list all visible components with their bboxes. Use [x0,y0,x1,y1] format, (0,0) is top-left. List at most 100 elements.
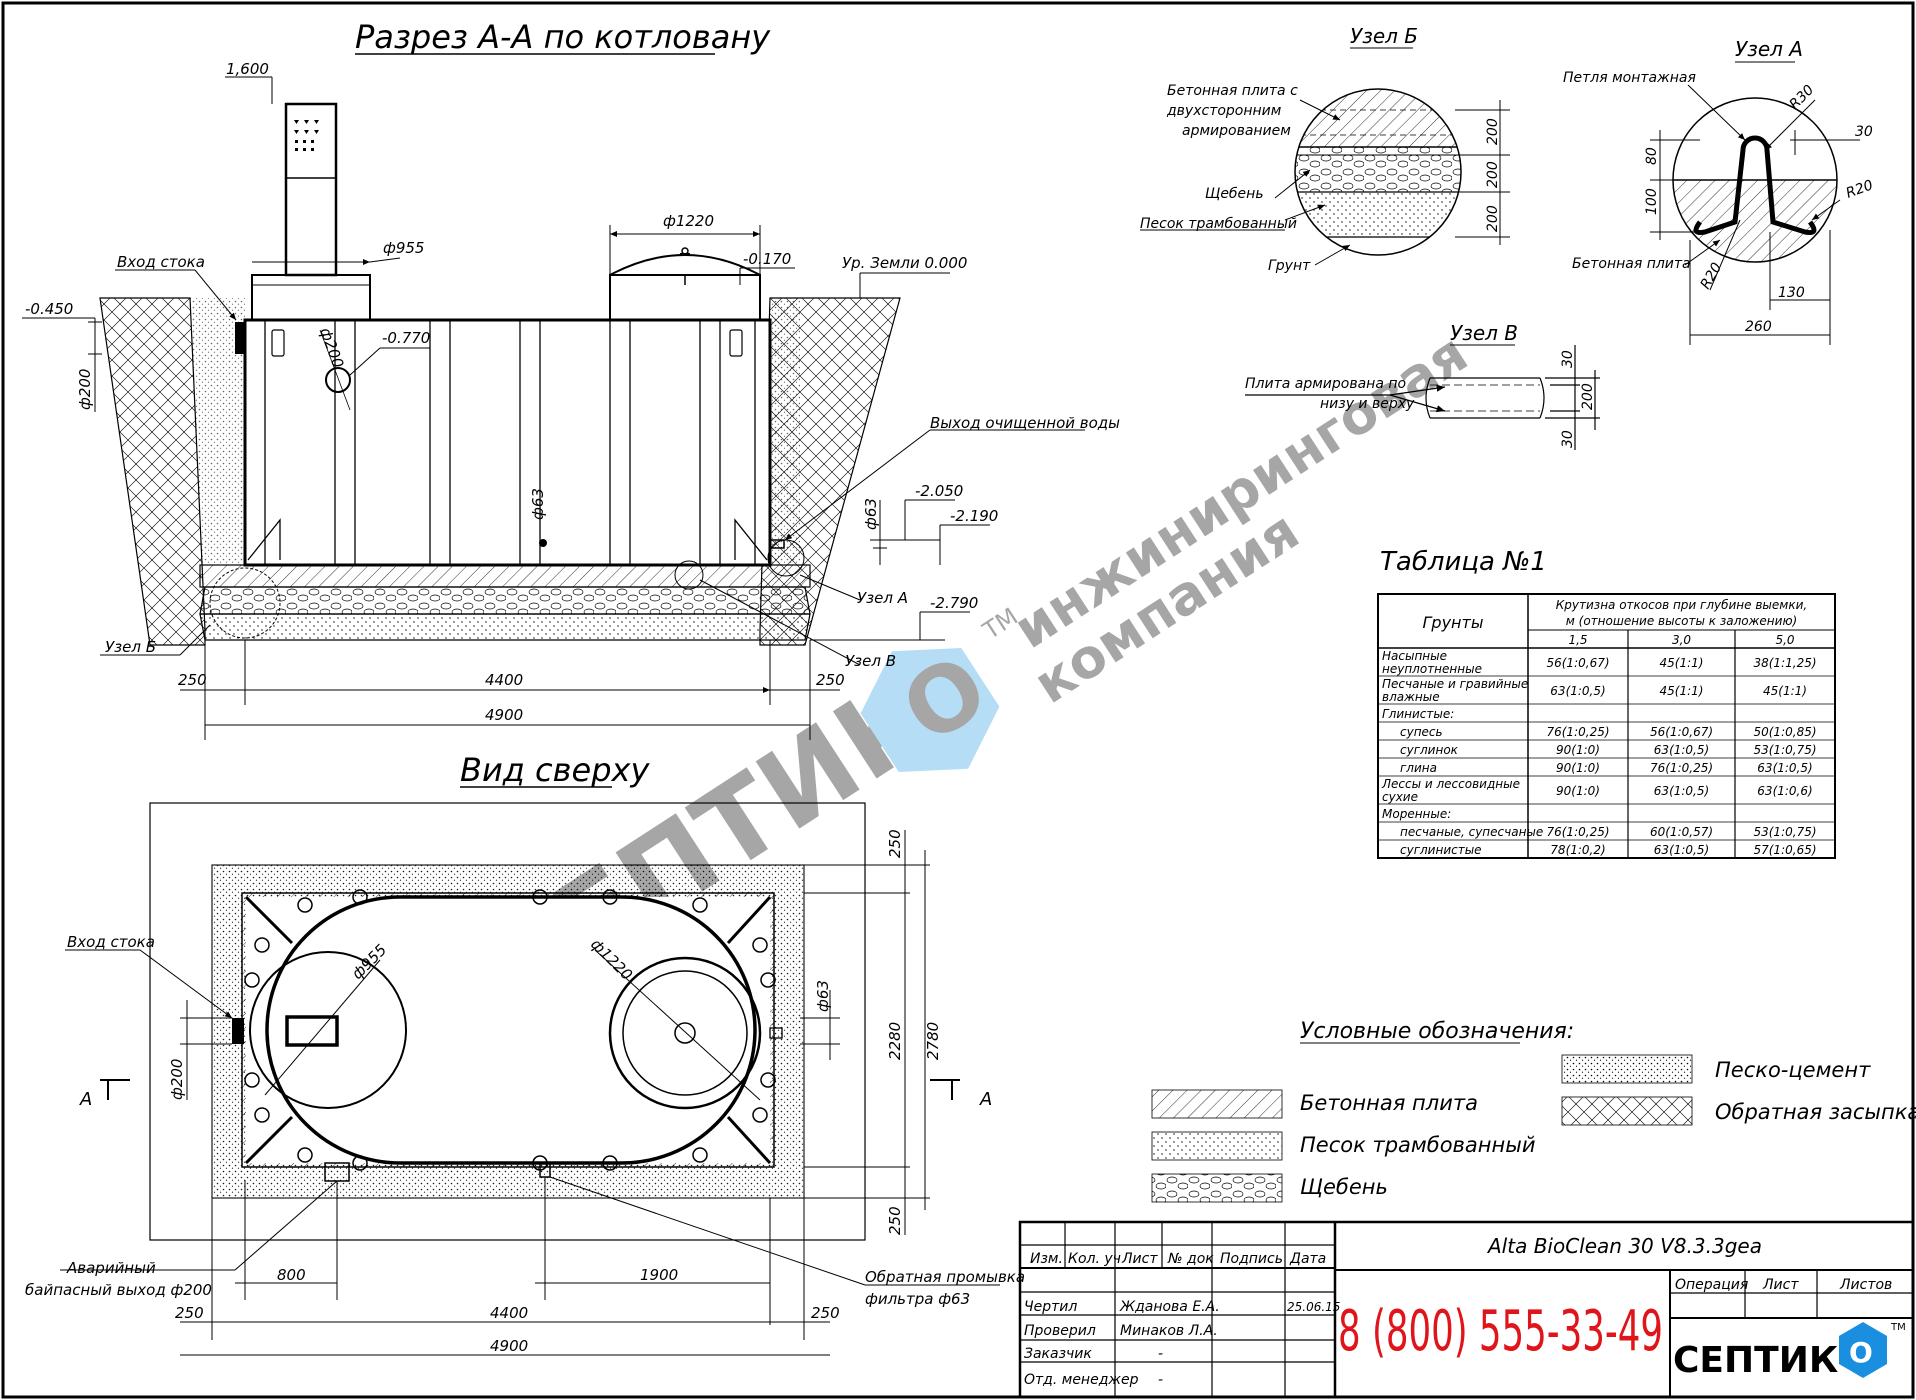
top-dim-800: 800 [277,1266,306,1284]
tank-outline-top [265,895,757,1165]
table-row-name: Глинистые: [1382,707,1454,721]
level-m2050: -2.050 [915,482,963,500]
table-cell: 60(1:0,57) [1650,825,1713,839]
table-head-soil: Грунты [1423,613,1484,632]
brand-logo-icon [1839,1322,1887,1378]
dim-d63-pipe: ф63 [529,488,547,520]
table-cell: 45(1:1) [1660,656,1704,670]
node-a-r20-right: R20 [1844,177,1875,201]
top-dim-2780: 2780 [924,1022,942,1060]
brand-logo-text: СЕПТИК [1673,1340,1838,1381]
node-v-dim-30-top: 30 [1560,350,1576,368]
node-a-r30: R30 [1787,82,1818,113]
emergency-label: Аварийный [66,1259,156,1277]
node-b-callout: Узел Б [105,638,156,656]
table-cell: 45(1:1) [1763,684,1807,698]
table-cell: 76(1:0,25) [1546,825,1609,839]
table-cell: 78(1:0,2) [1550,843,1605,857]
level-m0170: -0.170 [743,250,791,268]
level-m2790: -2.790 [930,594,978,612]
emergency-label-2: байпасный выход ф200 [25,1281,212,1299]
table-title: Таблица №1 [1380,547,1547,577]
outlet-label: Выход очищенной воды [930,414,1120,432]
dim-250-right: 250 [816,671,845,689]
node-a-loop-label: Петля монтажная [1563,70,1696,86]
table-cell: 53(1:0,75) [1753,825,1816,839]
table-cell: 90(1:0) [1556,761,1600,775]
stamp-head-sign: Подпись [1220,1251,1283,1267]
table-depth-2: 5,0 [1775,633,1794,647]
legend-swatch-backfill [1561,1096,1693,1126]
table-cell: 63(1:0,5) [1654,784,1709,798]
legend: Условные обозначения: Бетонная плита Пес… [1151,1019,1916,1203]
stamp-role-drawn: Чертил [1024,1299,1077,1315]
table-cell: 76(1:0,25) [1650,761,1713,775]
top-dim-d200: ф200 [168,1059,186,1100]
legend-swatch-concrete [1151,1089,1283,1119]
section-title: Разрез А-А по котловану [355,18,771,56]
table-depth-0: 1,5 [1568,633,1587,647]
legend-swatch-sandcement [1561,1054,1693,1084]
node-b-dim-1: 200 [1485,118,1501,145]
node-b-slab-label-2: двухсторонним [1166,103,1282,119]
node-a-detail: Узел А Петля монтажная R30 30 80 100 R20 [1563,37,1875,345]
table-row-name-2: влажные [1382,690,1440,704]
table-head-slope: Крутизна откосов при глубине выемки, [1556,598,1807,612]
pit-outline [149,802,866,1241]
table-cell: 63(1:0,5) [1654,743,1709,757]
table-row-name: супесь [1400,725,1443,739]
stamp-name-checked: Минаков Л.А. [1120,1323,1218,1339]
stamp-name-customer: - [1158,1346,1163,1362]
table-cell: 45(1:1) [1660,684,1704,698]
stamp-head-kol: Кол. уч [1068,1251,1121,1267]
dim-d955: ф955 [383,239,424,257]
watermark-logo-icon [860,647,1000,773]
legend-sandcement: Песко-цемент [1715,1058,1871,1082]
node-v-callout: Узел В [845,652,896,670]
level-m0770: -0.770 [382,329,430,347]
node-v-slab-label: Плита армирована по [1245,376,1406,392]
stamp-head-list: Лист [1121,1251,1158,1267]
ground-level: Ур. Земли 0.000 [842,254,967,272]
node-a-dim-260: 260 [1745,319,1772,335]
top-inlet-label: Вход стока [67,933,155,951]
dim-250-left: 250 [178,671,207,689]
stamp-head-doc: № док [1167,1251,1214,1267]
node-b-dim-2: 200 [1485,161,1501,188]
top-dim-1900: 1900 [640,1266,678,1284]
table-cell: 90(1:0) [1556,784,1600,798]
stamp-role-checked: Проверил [1024,1323,1096,1339]
flush-label: Обратная промывка [865,1268,1025,1286]
stamp-date-drawn: 25.06.15 [1287,1300,1340,1314]
phone-number: 8 (800) 555-33-49 [1338,1299,1663,1364]
node-a-dim-100: 100 [1644,188,1660,215]
table-cell: 63(1:0,6) [1757,784,1812,798]
node-a-title: Узел А [1735,37,1803,61]
legend-gravel: Щебень [1300,1175,1388,1199]
table-row-name: Лессы и лессовидные [1381,777,1520,791]
concrete-slab-section [199,564,811,588]
stamp-operation: Операция [1675,1277,1748,1293]
table-row-name: суглинистые [1400,843,1482,857]
dim-d63-outlet: ф63 [862,498,880,530]
stamp-role-customer: Заказчик [1024,1346,1092,1362]
dim-4900: 4900 [485,706,523,724]
node-v-dim-200: 200 [1580,383,1596,410]
stamp-head-date: Дата [1289,1251,1326,1267]
node-b-sand-label: Песок трамбованный [1140,216,1297,232]
node-a-slab-label: Бетонная плита [1572,256,1691,272]
table-cell: 56(1:0,67) [1546,656,1609,670]
table-cell: 90(1:0) [1556,743,1600,757]
node-a-dim-30: 30 [1855,124,1873,140]
top-dim-250-top: 250 [886,829,904,858]
legend-swatch-sand [1151,1131,1283,1161]
top-dim-250-left: 250 [175,1304,204,1322]
top-view: Вид сверху [25,751,1025,1356]
table-cell: 63(1:0,5) [1654,843,1709,857]
table-cell: 57(1:0,65) [1753,843,1816,857]
legend-swatch-gravel [1151,1173,1283,1203]
dim-4400: 4400 [485,671,523,689]
top-dim-2280: 2280 [886,1022,904,1060]
table-row-name: суглинок [1400,743,1459,757]
node-b-title: Узел Б [1350,24,1418,48]
